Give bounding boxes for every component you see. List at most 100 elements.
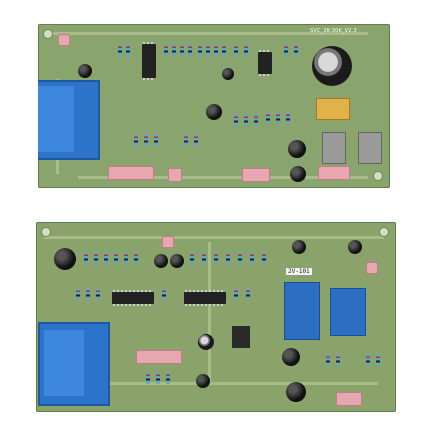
resistor — [294, 44, 298, 56]
resistor — [262, 252, 266, 264]
resistor — [244, 44, 248, 56]
electrolytic-capacitor — [312, 46, 352, 86]
resistor — [162, 288, 166, 300]
mounting-hole — [44, 30, 52, 38]
resistor — [146, 372, 150, 384]
capacitor — [290, 166, 306, 182]
blue-transformer — [38, 80, 100, 160]
resistor — [144, 134, 148, 146]
capacitor — [282, 348, 300, 366]
pink-connector — [366, 262, 378, 274]
resistor — [118, 44, 122, 56]
transformer-face — [44, 330, 84, 396]
resistor — [238, 252, 242, 264]
yellow-relay — [316, 98, 350, 120]
bottom-circuit-board: 2V-101 — [36, 222, 396, 412]
capacitor — [196, 374, 210, 388]
resistor — [246, 288, 250, 300]
resistor — [254, 114, 258, 126]
resistor — [86, 288, 90, 300]
blue-transformer — [38, 322, 110, 406]
mounting-hole — [42, 228, 50, 236]
pink-connector — [162, 236, 174, 248]
resistor — [366, 354, 370, 366]
resistor — [214, 44, 218, 56]
ic-chip — [258, 50, 272, 76]
resistor — [94, 252, 98, 264]
board-model-label: SVC_2K-30K_V2.3 — [310, 28, 357, 34]
capacitor — [288, 140, 306, 158]
capacitor — [170, 254, 184, 268]
copper-trace — [44, 236, 384, 239]
capacitor — [206, 104, 222, 120]
resistor — [214, 252, 218, 264]
resistor — [84, 252, 88, 264]
copper-trace — [48, 382, 378, 385]
resistor — [222, 44, 226, 56]
resistor — [166, 372, 170, 384]
resistor — [234, 288, 238, 300]
resistor — [244, 114, 248, 126]
capacitor — [54, 248, 76, 270]
copper-trace — [208, 242, 211, 382]
resistor — [194, 134, 198, 146]
resistor — [198, 44, 202, 56]
pink-connector — [58, 34, 70, 46]
blue-relay — [284, 282, 320, 340]
resistor — [134, 252, 138, 264]
resistor — [206, 44, 210, 56]
capacitor — [292, 240, 306, 254]
resistor — [250, 252, 254, 264]
resistor — [76, 288, 80, 300]
resistor — [172, 44, 176, 56]
resistor — [180, 44, 184, 56]
pink-connector — [318, 166, 350, 180]
capacitor — [348, 240, 362, 254]
copper-trace — [78, 176, 368, 179]
top-circuit-board: SVC_2K-30K_V2.3 — [38, 24, 390, 188]
copper-trace — [48, 32, 368, 35]
potentiometer — [198, 334, 214, 350]
pink-connector — [108, 166, 154, 180]
resistor — [126, 44, 130, 56]
resistor — [376, 354, 380, 366]
resistor — [156, 372, 160, 384]
resistor — [124, 252, 128, 264]
pink-connector — [168, 168, 182, 182]
resistor — [266, 112, 270, 124]
resistor — [96, 288, 100, 300]
capacitor — [286, 382, 306, 402]
pink-connector — [242, 168, 270, 182]
resistor — [190, 252, 194, 264]
relay-label: 2V-101 — [286, 268, 312, 275]
resistor — [202, 252, 206, 264]
resistor — [154, 134, 158, 146]
voltage-regulator — [232, 326, 250, 348]
resistor — [284, 44, 288, 56]
pink-connector — [136, 350, 182, 364]
resistor — [184, 134, 188, 146]
pink-connector — [336, 392, 362, 406]
resistor — [164, 44, 168, 56]
resistor — [286, 112, 290, 124]
resistor — [104, 252, 108, 264]
ic-chip — [184, 290, 226, 306]
ic-chip — [142, 42, 156, 80]
resistor — [226, 252, 230, 264]
ic-chip — [112, 290, 154, 306]
capacitor — [154, 254, 168, 268]
capacitor — [222, 68, 234, 80]
capacitor — [78, 64, 92, 78]
mounting-hole — [380, 228, 388, 236]
resistor — [134, 134, 138, 146]
mounting-hole — [374, 172, 382, 180]
resistor — [188, 44, 192, 56]
heatsink — [358, 132, 382, 164]
resistor — [276, 112, 280, 124]
resistor — [326, 354, 330, 366]
blue-relay — [330, 288, 366, 336]
heatsink — [322, 132, 346, 164]
resistor — [234, 44, 238, 56]
transformer-face — [38, 86, 74, 152]
resistor — [114, 252, 118, 264]
